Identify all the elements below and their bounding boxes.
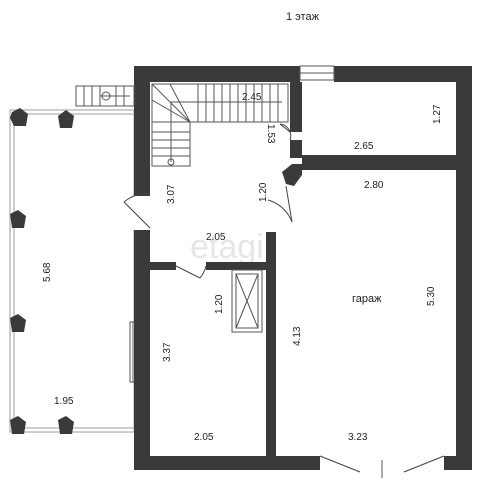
dim-stair-side: 1.53 <box>265 124 276 144</box>
closet <box>231 269 263 333</box>
doors <box>123 123 445 478</box>
column <box>58 110 74 128</box>
dim-room-width: 2.05 <box>194 432 214 443</box>
dim-storage-height: 1.27 <box>432 104 443 124</box>
staircase <box>151 83 289 167</box>
dim-terrace-width: 1.95 <box>54 396 74 407</box>
column <box>10 416 26 434</box>
terrace <box>9 108 137 434</box>
walls <box>134 66 472 470</box>
room-label-garage: гараж <box>352 293 382 305</box>
dim-hall-width: 2.05 <box>206 232 226 243</box>
entry-steps <box>75 85 135 107</box>
dim-storage-width: 2.65 <box>354 141 374 152</box>
dim-terrace-height: 5.68 <box>42 262 53 282</box>
dim-garage-bottom: 3.23 <box>348 432 368 443</box>
dim-garage-top: 2.80 <box>364 180 384 191</box>
dim-stair-width: 2.45 <box>242 92 262 103</box>
floor-title: 1 этаж <box>286 11 320 23</box>
terrace-outline <box>9 109 135 433</box>
dim-closet: 1.20 <box>214 294 225 314</box>
column <box>10 210 26 228</box>
column <box>10 108 28 126</box>
top-window <box>299 65 335 81</box>
dim-hall-diag: 1.20 <box>258 182 269 202</box>
column <box>10 314 26 332</box>
dim-room-height: 3.37 <box>162 342 173 362</box>
dim-garage-left: 4.13 <box>292 326 303 346</box>
dim-hall-height: 3.07 <box>166 184 177 204</box>
watermark: etagi <box>190 228 264 266</box>
dim-garage-right: 5.30 <box>426 286 437 306</box>
column <box>58 416 74 434</box>
